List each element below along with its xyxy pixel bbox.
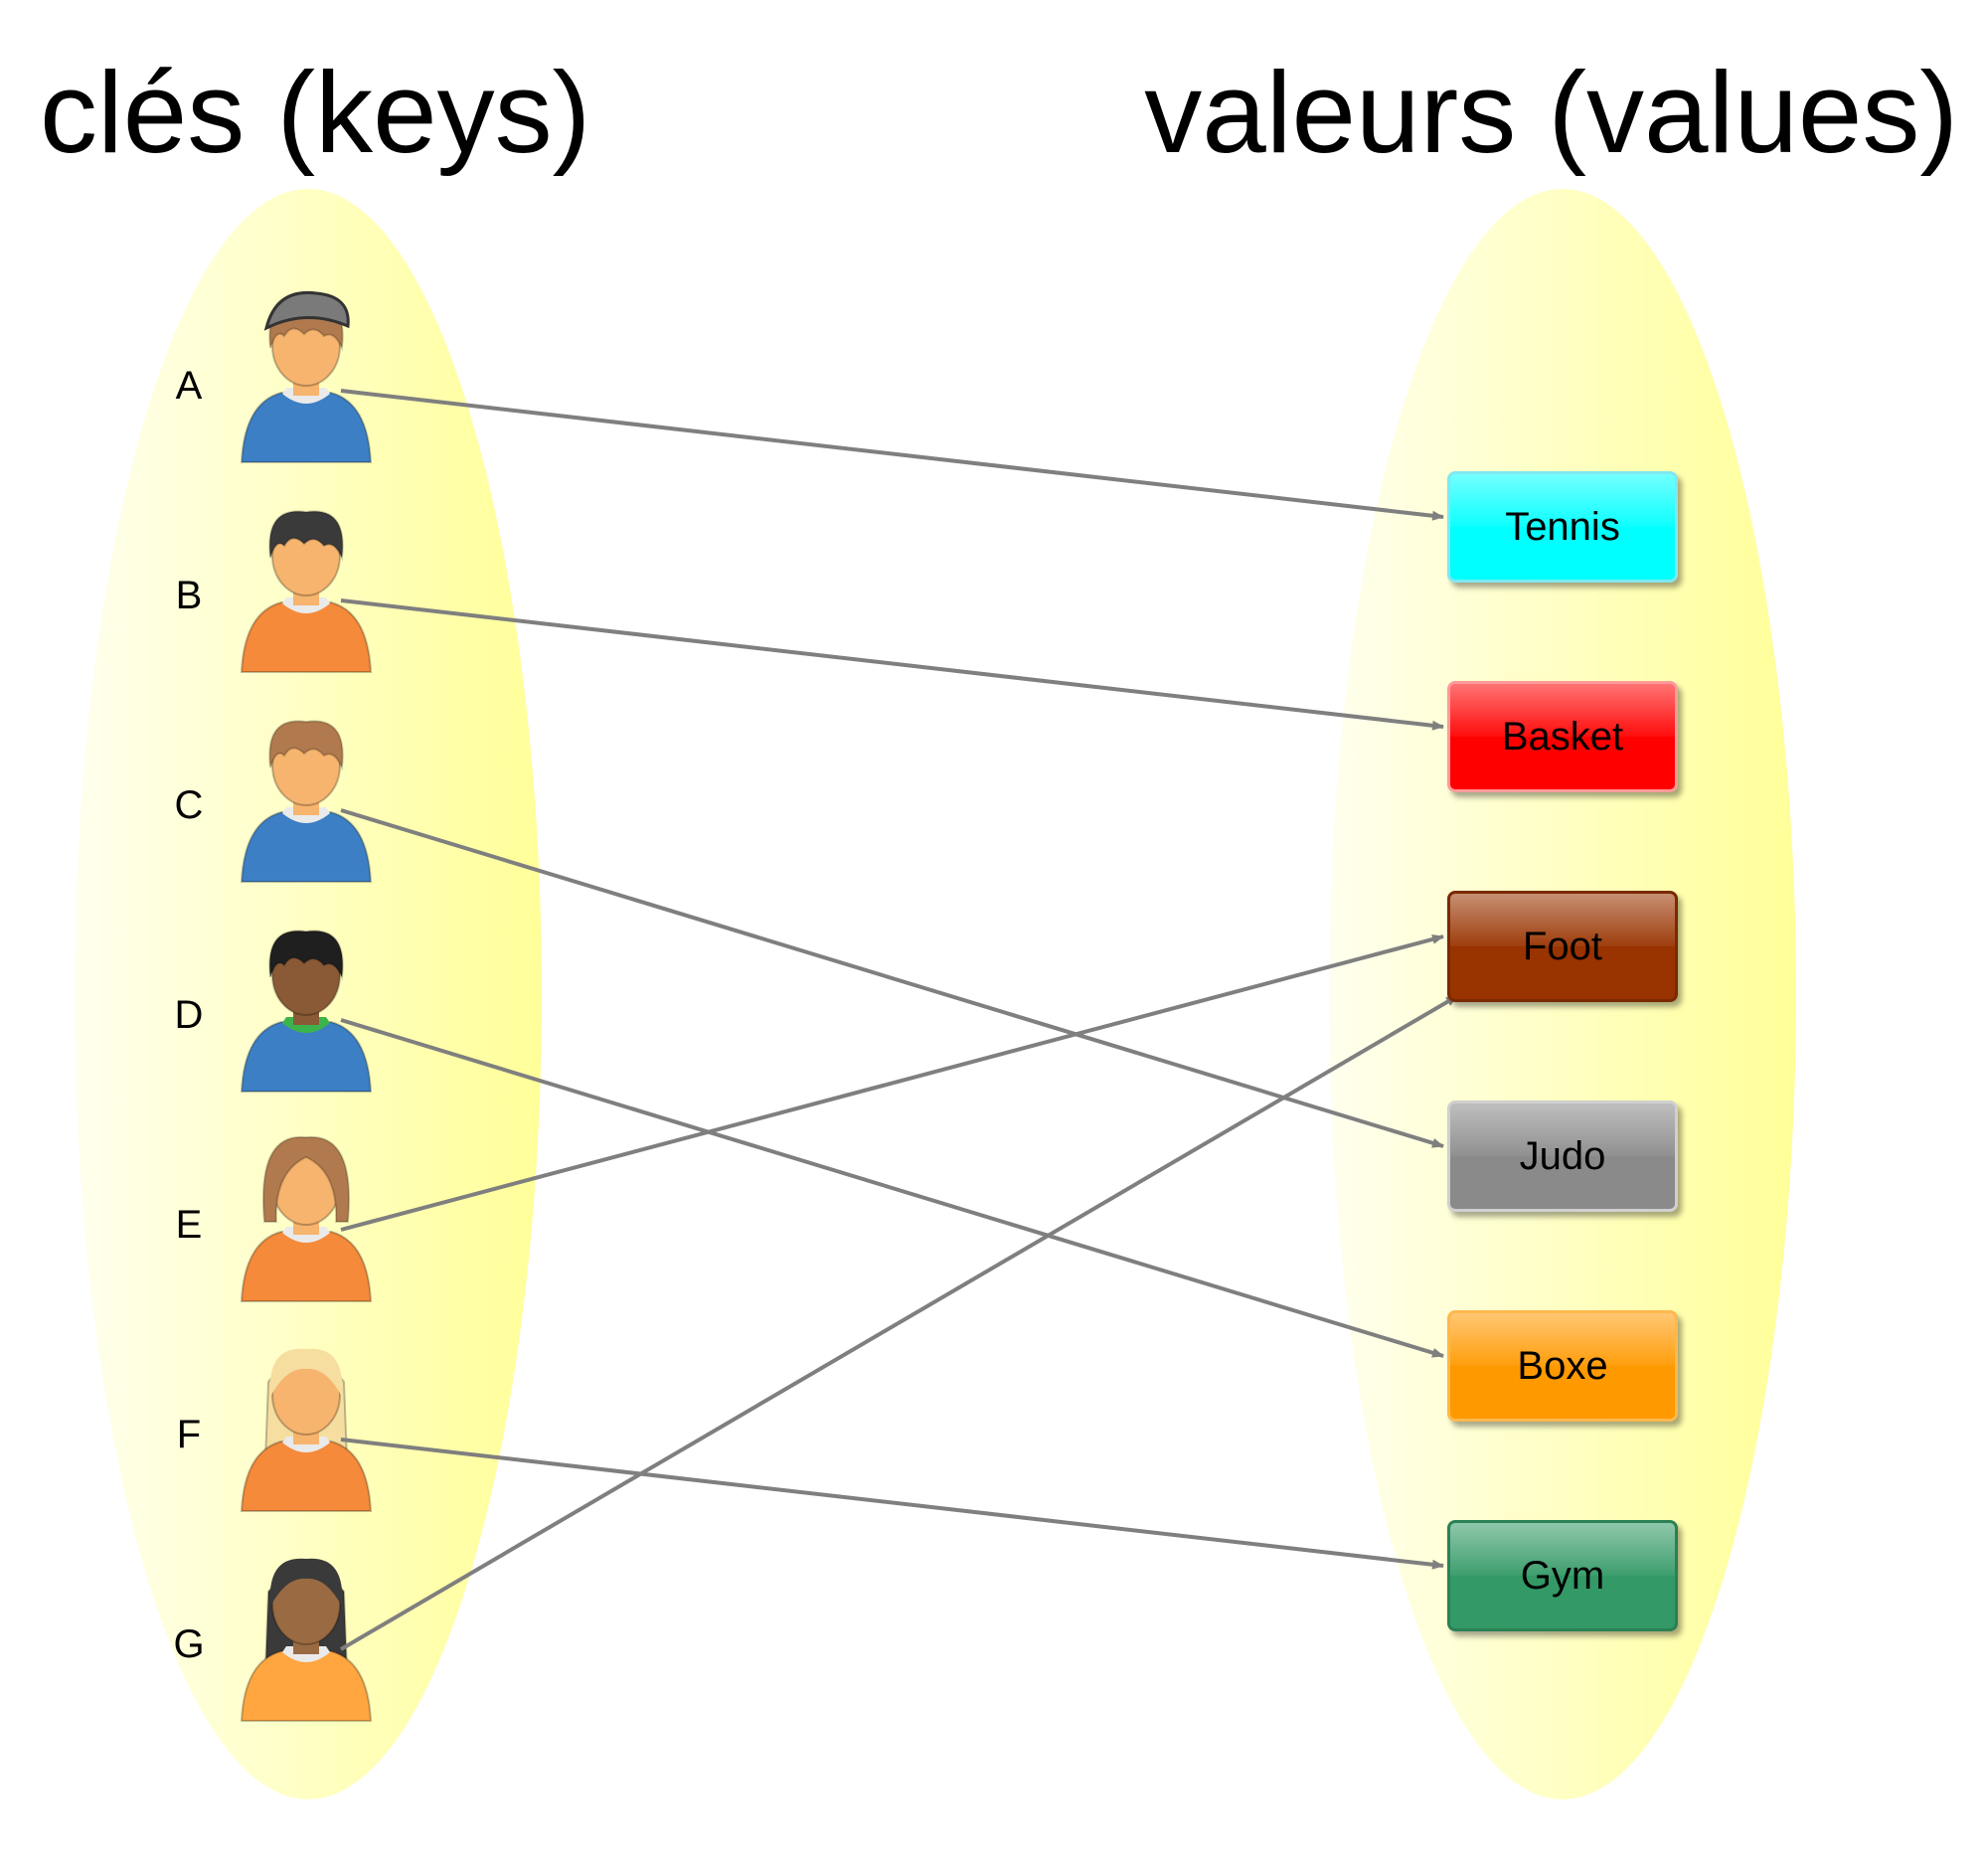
value-box-shine xyxy=(1450,474,1675,527)
arrow-layer xyxy=(339,389,1459,1651)
key-label-f: F xyxy=(176,1413,202,1456)
avatar-f-icon xyxy=(240,1348,373,1512)
arrow-a-to-tennis xyxy=(340,389,1444,521)
avatar-c-icon xyxy=(240,720,373,883)
value-label-boxe: Boxe xyxy=(1517,1343,1608,1388)
arrow-f-to-gym xyxy=(340,1438,1444,1570)
key-label-c: C xyxy=(174,783,204,827)
arrow-e-to-foot xyxy=(340,933,1444,1232)
arrow-c-to-judo xyxy=(340,808,1444,1148)
avatar-b-icon xyxy=(240,510,373,673)
value-box-shine xyxy=(1450,1313,1675,1366)
value-label-judo: Judo xyxy=(1519,1133,1606,1178)
avatar-d-icon xyxy=(240,930,373,1093)
value-box-tennis: Tennis xyxy=(1447,471,1678,583)
value-box-gym: Gym xyxy=(1447,1520,1678,1631)
value-box-shine xyxy=(1450,684,1675,737)
key-label-e: E xyxy=(175,1203,203,1247)
values-heading: valeurs (values) xyxy=(1144,48,1958,177)
value-label-gym: Gym xyxy=(1520,1553,1605,1598)
value-box-shine xyxy=(1450,1103,1675,1156)
value-label-basket: Basket xyxy=(1501,714,1624,759)
key-label-g: G xyxy=(173,1622,205,1666)
arrow-d-to-boxe xyxy=(340,1018,1444,1358)
key-label-b: B xyxy=(175,574,203,617)
key-label-a: A xyxy=(175,364,203,408)
avatar-g-icon xyxy=(240,1558,373,1722)
arrow-g-to-foot xyxy=(339,994,1459,1651)
value-box-shine xyxy=(1450,894,1675,946)
arrow-b-to-basket xyxy=(340,598,1444,731)
value-box-boxe: Boxe xyxy=(1447,1310,1678,1422)
value-label-tennis: Tennis xyxy=(1505,504,1620,549)
key-label-d: D xyxy=(174,993,204,1037)
value-box-shine xyxy=(1450,1523,1675,1576)
value-box-foot: Foot xyxy=(1447,891,1678,1002)
avatar-layer xyxy=(240,290,373,1722)
avatar-e-icon xyxy=(240,1135,373,1302)
keys-heading: clés (keys) xyxy=(40,48,591,177)
value-box-judo: Judo xyxy=(1447,1101,1678,1212)
avatar-a-icon xyxy=(240,290,373,463)
value-box-basket: Basket xyxy=(1447,681,1678,792)
value-label-foot: Foot xyxy=(1522,924,1603,968)
